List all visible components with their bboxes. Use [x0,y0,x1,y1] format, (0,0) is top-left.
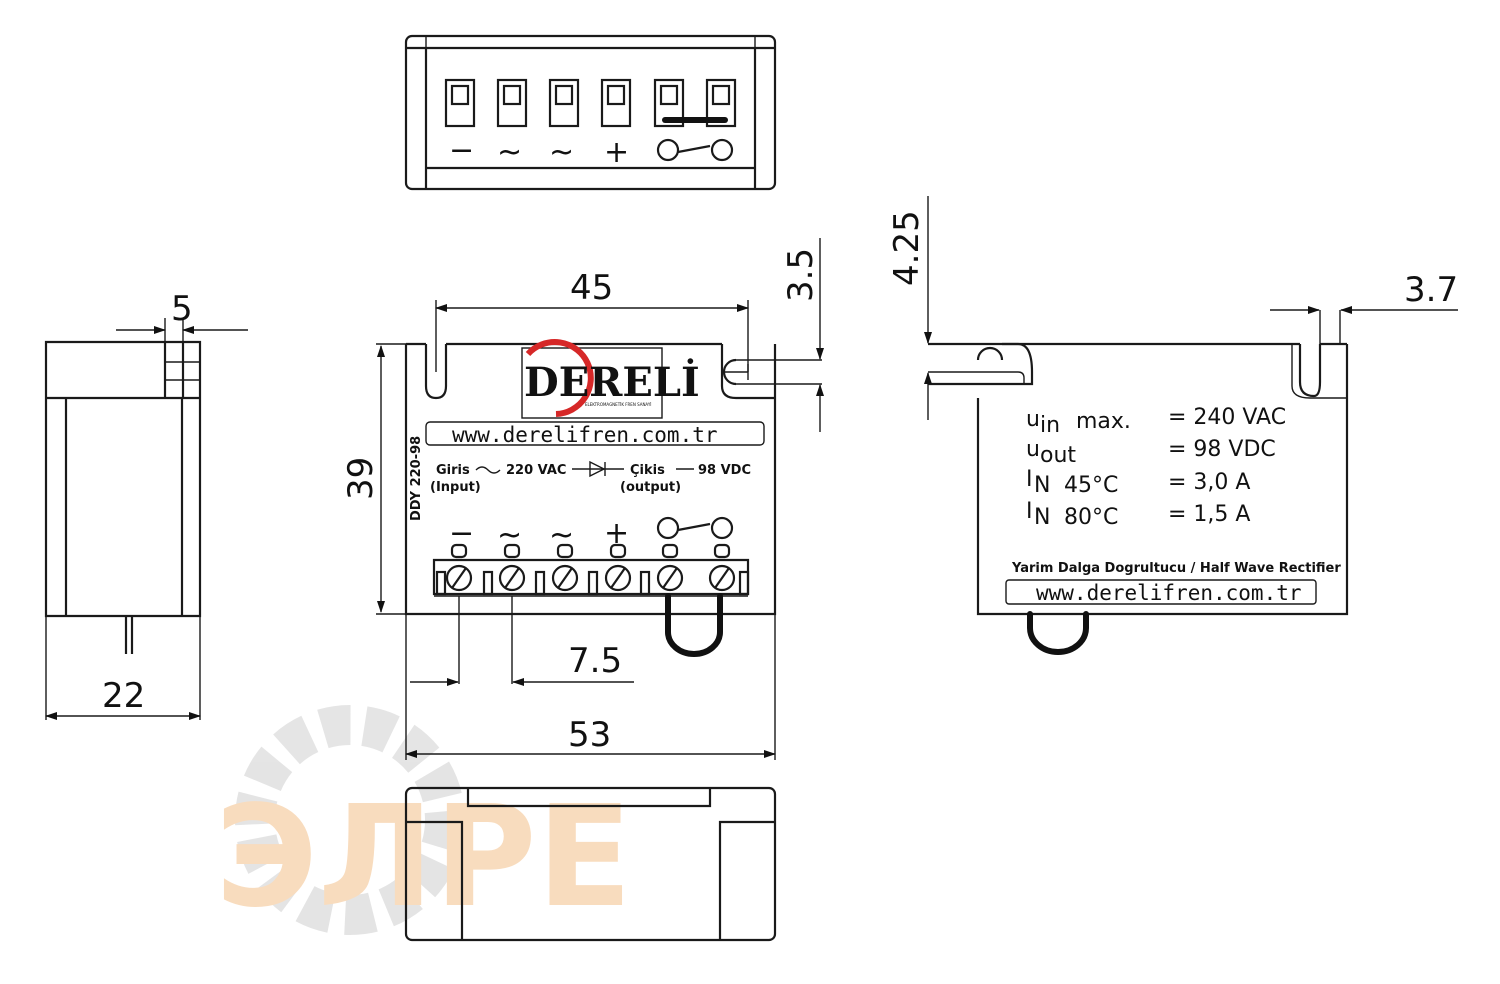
dim-right-slot-height-label: 4.25 [887,210,927,286]
dim-right-slot-width-label: 3.7 [1404,270,1458,310]
dim-side-depth-label: 22 [102,676,145,716]
logo-subtitle: ELEKTROMAGNETİK FREN SANAYİ [585,402,651,407]
spec-uin-value: = 240 VAC [1168,405,1286,430]
spec-uout-sub: out [1040,443,1076,468]
rear-view [928,310,1349,616]
side-view [44,318,202,720]
dim-total-width-label: 53 [568,715,611,755]
output-note: (output) [620,480,681,495]
dim-total-width: 53 [405,614,776,760]
dim-height: 39 [341,343,406,615]
dim-slot-offset: 3.5 [775,238,824,432]
dim-right-slot-width: 3.7 [1270,270,1458,314]
top-switch-symbol [656,138,734,162]
ac-wave-icon [475,466,501,474]
front-website: www.derelifren.com.tr [452,423,718,447]
diode-icon [572,460,624,478]
model-label: DDY 220-98 [409,436,424,521]
top-view: − ~ ~ + [404,34,777,191]
spec-in80-cond: 80°C [1064,505,1118,530]
spec-table: u in max. = 240 VAC u out = 98 VDC I N 4… [1026,405,1286,530]
logo-swoosh [525,339,594,417]
watermark: ЭЛРЕ [215,705,632,939]
spec-in45-sub: N [1034,473,1050,498]
input-value: 220 VAC [506,463,566,478]
dim-slot-offset-label: 3.5 [781,248,821,302]
spec-in80-sub: N [1034,505,1050,530]
dim-terminal-pitch: 7.5 [410,596,634,686]
output-value: 98 VDC [698,463,751,478]
dereli-logo: DERELİ ELEKTROMAGNETİK FREN SANAYİ [521,339,700,419]
spec-uout-symbol: u [1026,437,1040,462]
front-view [404,342,777,616]
input-note: (Input) [430,480,481,495]
spec-uin-symbol: u [1026,407,1040,432]
top-minus-label: − [449,133,474,168]
top-plus-label: + [604,135,629,170]
rear-title: Yarim Dalga Dogrultucu / Half Wave Recti… [1011,561,1341,576]
front-url-frame [425,421,765,446]
dim-mount-spacing: 45 [435,268,749,372]
logo-text: DERELİ [524,359,700,406]
spec-uin-cond: max. [1076,409,1131,434]
dim-side-depth: 22 [45,676,201,720]
top-ac2-label: ~ [549,135,574,170]
watermark-logo-text: ЭЛРЕ [215,776,632,939]
spec-in80-value: = 1,5 A [1168,502,1250,527]
terminal-block [432,543,750,597]
spec-uout-value: = 98 VDC [1168,437,1276,462]
dim-height-label: 39 [341,457,381,500]
spec-in45-symbol: I [1026,467,1033,492]
front-jumper-wire [665,593,723,657]
spec-uin-sub: in [1040,413,1060,438]
input-label: Giris [436,463,470,478]
spec-in45-value: = 3,0 A [1168,470,1250,495]
bottom-view [404,786,777,942]
front-switch-symbol [656,516,734,540]
dim-side-width: 5 [116,289,248,334]
spec-in80-symbol: I [1026,499,1033,524]
top-ac1-label: ~ [497,135,522,170]
dim-side-width-label: 5 [171,289,193,329]
front-ac2-label: ~ [549,518,574,553]
rear-website: www.derelifren.com.tr [1036,581,1302,605]
rear-jumper-wire [1027,611,1089,655]
spec-in45-cond: 45°C [1064,473,1118,498]
dim-mount-spacing-label: 45 [570,268,613,308]
rear-url-frame [1005,579,1317,605]
dim-right-slot-height: 4.25 [887,196,932,420]
output-label: Çikis [630,463,665,478]
dim-terminal-pitch-label: 7.5 [568,641,622,681]
